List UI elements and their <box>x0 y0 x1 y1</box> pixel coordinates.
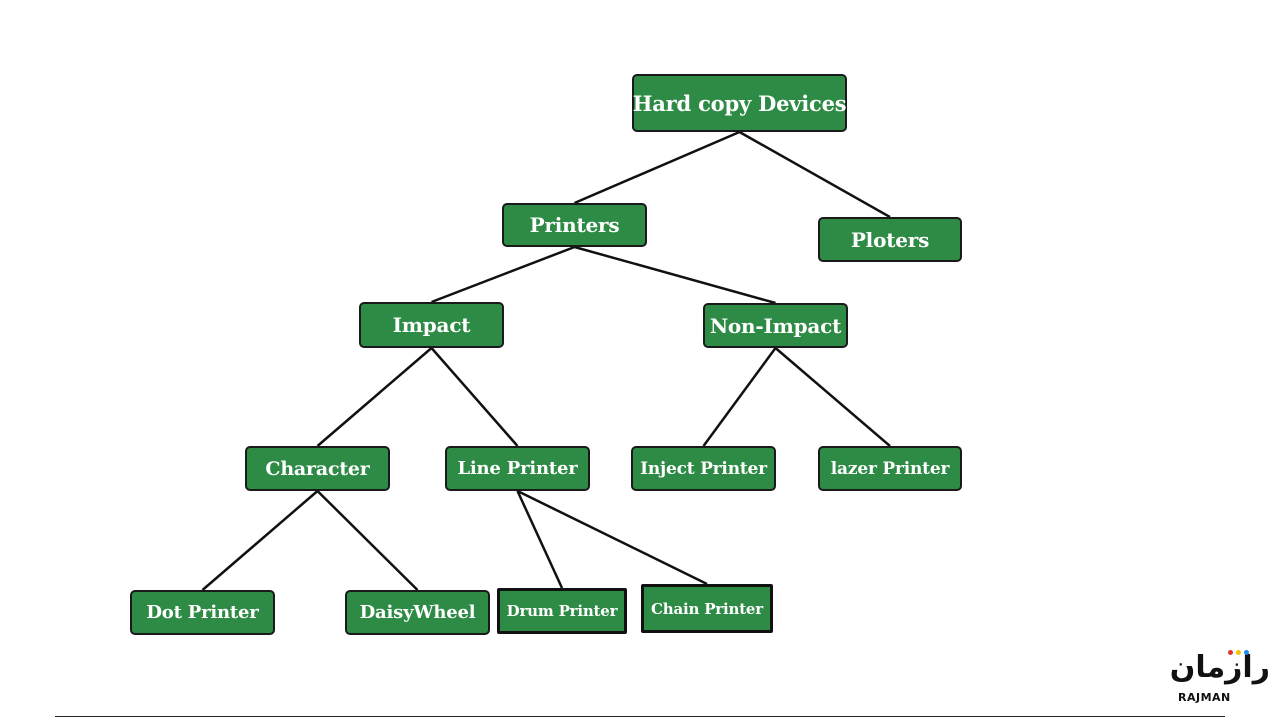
edge-root-to-printers <box>574 130 740 205</box>
edge-line_printer-to-drum_printer <box>516 490 564 589</box>
node-dot-printer: Dot Printer <box>130 590 275 635</box>
edge-impact-to-character <box>316 347 433 447</box>
logo-dot-yellow <box>1236 650 1241 655</box>
edge-character-to-daisywheel <box>316 490 419 591</box>
node-daisywheel: DaisyWheel <box>345 590 490 635</box>
node-printers: Printers <box>502 203 647 247</box>
edge-line_printer-to-chain_printer <box>516 489 708 586</box>
logo-dot-red <box>1228 650 1233 655</box>
edge-character-to-dot_printer <box>201 490 319 591</box>
node-drum-printer: Drum Printer <box>497 588 627 634</box>
edge-non_impact-to-inject_printer <box>702 347 777 447</box>
node-character: Character <box>245 446 390 491</box>
node-hard-copy-devices: Hard copy Devices <box>632 74 847 132</box>
node-impact: Impact <box>359 302 504 348</box>
logo-caption: RAJMAN <box>1178 691 1231 704</box>
logo-script: رازمان <box>1169 650 1270 685</box>
node-ploters: Ploters <box>818 217 962 262</box>
edge-root-to-ploters <box>738 130 891 219</box>
rajman-logo: رازمان RAJMAN <box>1148 648 1272 710</box>
node-chain-printer: Chain Printer <box>641 584 773 633</box>
edge-non_impact-to-lazer_printer <box>774 347 891 447</box>
logo-dot-blue <box>1244 650 1249 655</box>
node-non-impact: Non-Impact <box>703 303 848 348</box>
node-line-printer: Line Printer <box>445 446 590 491</box>
node-lazer-printer: lazer Printer <box>818 446 962 491</box>
edge-printers-to-non_impact <box>574 245 776 305</box>
edge-printers-to-impact <box>431 245 575 304</box>
node-inject-printer: Inject Printer <box>631 446 776 491</box>
footer-divider <box>55 716 1225 717</box>
edge-impact-to-line_printer <box>430 347 519 447</box>
